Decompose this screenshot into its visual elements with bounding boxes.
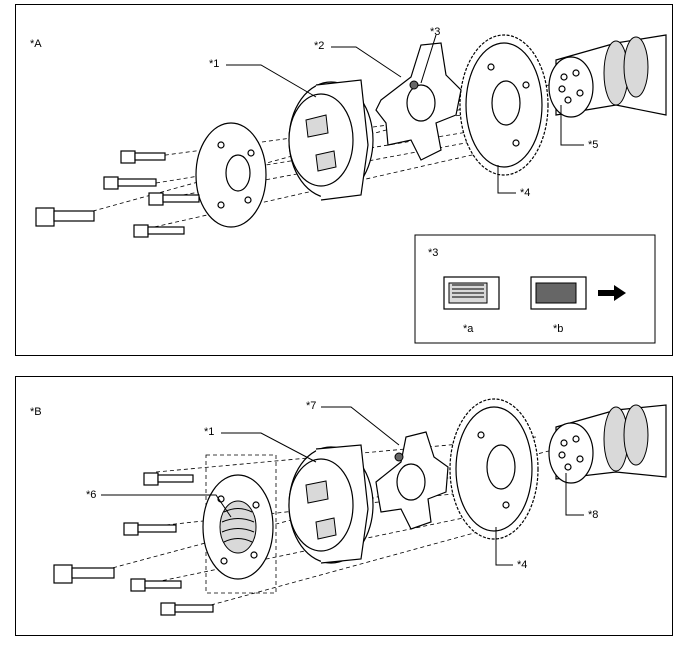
housing-b xyxy=(288,444,374,564)
bolt xyxy=(143,472,194,486)
cover-plate-b xyxy=(202,474,274,580)
callouts-a: *1 *2 *3 *4 *5 xyxy=(209,26,598,199)
camshaft-b xyxy=(548,404,667,484)
housing-a xyxy=(288,79,374,201)
arrow-left-icon xyxy=(598,285,626,301)
camshaft-a xyxy=(548,34,667,118)
lock-pin-locked xyxy=(530,276,587,310)
view-b-label: *B xyxy=(30,406,42,418)
callout-4: *4 xyxy=(517,559,527,571)
panel-b-diagram: *B xyxy=(30,398,667,616)
bolt xyxy=(120,150,166,164)
callout-4: *4 xyxy=(520,187,530,199)
panel-a: *A xyxy=(15,4,673,356)
callout-1: *1 xyxy=(204,426,214,438)
lock-pin-unlocked xyxy=(443,276,500,310)
center-bolt xyxy=(35,207,95,227)
callout-6: *6 xyxy=(86,489,96,501)
bolt xyxy=(160,602,214,616)
callout-5: *5 xyxy=(588,139,598,151)
bolts-b xyxy=(53,472,214,616)
panel-a-diagram: *A xyxy=(30,26,667,344)
panel-b: *B xyxy=(15,376,673,636)
cover-plate-a xyxy=(195,122,267,228)
callouts-b: *1 *6 *7 *4 *8 xyxy=(86,400,598,571)
view-a-label: *A xyxy=(30,38,42,50)
callout-3: *3 xyxy=(430,26,440,38)
center-bolt xyxy=(53,564,115,584)
callout-8: *8 xyxy=(588,509,598,521)
bolts-a xyxy=(35,150,200,238)
inset-label-a: *a xyxy=(463,323,474,335)
bolt xyxy=(103,176,157,190)
callout-2: *2 xyxy=(314,40,324,52)
vane-rotor-b xyxy=(375,431,449,530)
sprocket-a xyxy=(459,34,549,176)
inset-label-b: *b xyxy=(553,323,563,335)
callout-1: *1 xyxy=(209,58,219,70)
callout-7: *7 xyxy=(306,400,316,412)
bolt xyxy=(133,224,185,238)
inset-lock-pin: *3 *a *b xyxy=(414,234,656,344)
sprocket-b xyxy=(449,398,539,540)
bolt xyxy=(148,192,200,206)
inset-title: *3 xyxy=(428,247,438,259)
vane-rotor-a xyxy=(375,42,462,161)
bolt xyxy=(123,522,177,536)
bolt xyxy=(130,578,182,592)
